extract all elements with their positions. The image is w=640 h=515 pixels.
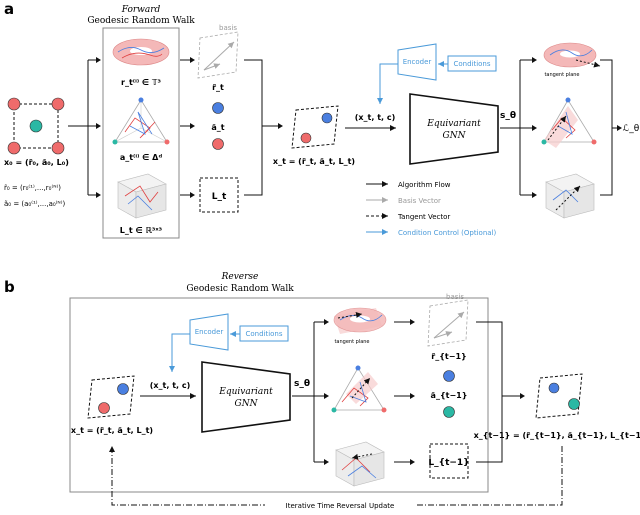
gnn-a-label-1: Equivariant: [426, 119, 481, 129]
basis-label-a: basis: [219, 24, 237, 32]
output-cube-a: [545, 173, 595, 219]
L-prev-label: L_{t−1}: [428, 458, 469, 468]
L-prev-box: [429, 443, 469, 479]
reverse-subtitle: Geodesic Random Walk: [186, 284, 294, 294]
gnn-a: [409, 93, 499, 165]
panel-b-label: b: [4, 278, 15, 296]
iterative-label-bg: [265, 499, 415, 510]
xt-label-a: x_t = (r̃_t, ã_t, L_t): [273, 156, 355, 166]
lattice-cube-illustration: [117, 173, 167, 219]
r0-label: r̃₀ = (r₀⁽¹⁾,...,r₀⁽ᴺ⁾): [4, 184, 61, 192]
xt-crystal-b: [87, 375, 135, 419]
outputs-to-components-arrows-b: [394, 321, 414, 463]
at-red-atom: [212, 138, 224, 150]
xt-label-b: x_t = (r̃_t, ã_t, L_t): [71, 425, 153, 435]
r-prev-label: r̃_{t−1}: [431, 351, 466, 361]
x0-label: x₀ = (r̃₀, ã₀, L₀): [4, 157, 69, 167]
s-theta-a: s_θ: [500, 111, 516, 121]
panel-a-label: a: [4, 0, 14, 18]
gnn-to-outputs-bracket-a: [500, 59, 536, 196]
xt-crystal: [291, 105, 339, 149]
x0-crystal: [7, 97, 65, 155]
s-theta-b: s_θ: [294, 379, 310, 389]
conditions-b-label: Conditions: [245, 330, 282, 338]
iterative-label: Iterative Time Reversal Update: [286, 502, 395, 510]
output-torus-a: [543, 42, 601, 68]
basis-illustration-b: [427, 299, 469, 347]
Lt-box-label: L_t: [212, 192, 227, 202]
legend-basis-vector: Basis Vector: [398, 197, 441, 205]
a-prev-blue-atom: [443, 370, 455, 382]
loss-label: ℒ_θ: [623, 124, 640, 134]
at-label: a_t⁽ⁱ⁾ ∈ Δᵈ: [120, 153, 163, 162]
components-to-xprev-bracket: [476, 321, 524, 463]
encoder-b: [189, 313, 229, 351]
gnn-b: [201, 361, 291, 433]
simplex-illustration: [112, 97, 170, 145]
at-blue-atom: [212, 102, 224, 114]
output-simplex-b: [331, 365, 387, 413]
encoder-b-label: Encoder: [195, 328, 224, 336]
reverse-title: Reverse: [221, 272, 259, 282]
at-bar-label: ã_t: [211, 123, 224, 132]
legend: Algorithm Flow Basis Vector Tangent Vect…: [366, 181, 496, 237]
a-prev-label: ã_{t−1}: [431, 391, 468, 400]
basis-label-b: basis: [446, 293, 464, 301]
output-cube-b: [335, 441, 385, 487]
encoder-to-input-arrow-a: [377, 63, 398, 104]
x-prev-label: x_{t−1} = (r̃_{t−1}, ã_{t−1}, L_{t−1}): [474, 430, 640, 440]
a-prev-teal-atom: [443, 406, 455, 418]
x0-to-forward-arrows: [68, 59, 100, 196]
reverse-walk-frame: [69, 297, 489, 493]
gnn-a-label-2: GNN: [443, 131, 467, 141]
legend-algorithm-flow: Algorithm Flow: [398, 181, 451, 189]
gnn-to-outputs-bracket-b: [292, 321, 328, 463]
encoder-a: [397, 43, 437, 81]
torus-illustration: [112, 38, 170, 66]
gnn-b-label-1: Equivariant: [218, 387, 273, 397]
output-simplex-a: [541, 97, 597, 148]
legend-condition-control: Condition Control (Optional): [398, 229, 496, 237]
conditions-a-label: Conditions: [453, 60, 490, 68]
encoder-to-input-arrow-b: [169, 333, 190, 372]
tangent-plane-a: tangent plane: [544, 72, 579, 78]
Lt-box: [199, 177, 239, 213]
rt-label: r_t⁽ⁱ⁾ ∈ 𝕋³: [121, 78, 161, 87]
forward-walk-frame: [102, 27, 180, 239]
tangent-plane-b: tangent plane: [334, 339, 369, 345]
forward-title: Forward: [121, 5, 161, 15]
rt-bar-label: r̃_t: [212, 82, 224, 92]
output-torus-b: [333, 307, 387, 334]
forward-subtitle: Geodesic Random Walk: [87, 16, 195, 26]
xtc-label-a: (x_t, t, c): [355, 113, 396, 122]
x-prev-crystal: [535, 373, 583, 419]
xtc-label-b: (x_t, t, c): [150, 381, 191, 390]
gnn-b-label-2: GNN: [235, 399, 259, 409]
basis-illustration: [197, 31, 239, 79]
encoder-a-label: Encoder: [403, 58, 432, 66]
Lt-label: L_t ∈ ℝ³ˣ³: [120, 226, 163, 235]
legend-tangent-vector: Tangent Vector: [397, 213, 450, 221]
a0-label: ã₀ = (a₀⁽¹⁾,...,a₀⁽ᴺ⁾): [4, 200, 65, 208]
components-to-xt-bracket: [244, 59, 282, 196]
